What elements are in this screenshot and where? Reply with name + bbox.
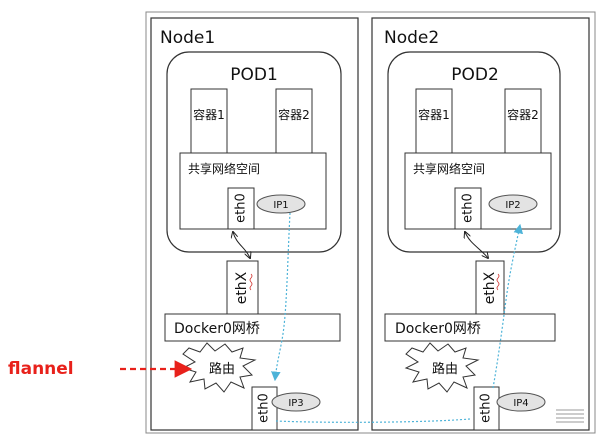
pod2-container1-label: 容器1 — [418, 107, 450, 122]
flow-ip1-to-host — [271, 212, 291, 382]
node1-ethx-underline — [249, 273, 253, 291]
pod2-container2-label: 容器2 — [507, 107, 539, 122]
node1-bridge — [164, 313, 341, 342]
pod1-veth-link — [233, 232, 250, 258]
node2-ethx — [475, 260, 505, 315]
node1-bridge-label: Docker0网桥 — [174, 321, 260, 337]
pod2-veth-link — [465, 232, 488, 258]
flannel-label: flannel — [8, 359, 74, 379]
node2-host-eth0 — [473, 386, 500, 431]
node2-bridge — [384, 313, 556, 342]
node1-host-eth0 — [251, 386, 278, 431]
node2-router-label: 路由 — [432, 361, 458, 377]
node2-host-eth0-label: eth0 — [479, 393, 494, 423]
pod1-title: POD1 — [230, 65, 278, 85]
pod1-container1 — [190, 88, 228, 154]
pod2-eth0-label: eth0 — [461, 193, 476, 223]
node2-host-ip-label: IP4 — [513, 398, 528, 409]
packet-flow — [271, 212, 524, 423]
pod1-ip-label: IP1 — [273, 200, 288, 211]
node1-title: Node1 — [160, 28, 215, 48]
node1-host-ip-oval — [271, 392, 321, 412]
node2-ethx-underline — [496, 273, 500, 291]
pod2-container2 — [504, 88, 542, 154]
node1-ethx — [226, 260, 259, 315]
node1-host-ip-label: IP3 — [288, 398, 303, 409]
pod1-eth0 — [227, 187, 255, 230]
node2-host-ip-oval — [496, 392, 546, 412]
pod1-container1-label: 容器1 — [193, 107, 225, 122]
pod1-eth0-label: eth0 — [234, 193, 249, 223]
pod2-ip-label: IP2 — [505, 200, 520, 211]
node2-router-burst — [404, 342, 480, 393]
node1-router-label: 路由 — [209, 361, 235, 377]
pod1-ip-oval — [256, 194, 306, 214]
pod2-ip-oval — [488, 194, 538, 214]
pod2-eth0 — [454, 187, 482, 230]
pod2-container1 — [415, 88, 453, 154]
pod1-container2-label: 容器2 — [278, 107, 310, 122]
node2: Node2 POD2 容器1 容器2 共享网络空间 eth0 IP2 ethX … — [371, 17, 590, 431]
flow-host-to-ip2 — [492, 223, 524, 389]
node2-title: Node2 — [384, 28, 439, 48]
pod2-title: POD2 — [451, 65, 499, 85]
pod2-netspace-label: 共享网络空间 — [413, 161, 485, 176]
node2-ethx-label: ethX — [482, 271, 498, 304]
pod1-container2 — [275, 88, 313, 154]
node2-bridge-label: Docker0网桥 — [395, 321, 481, 337]
wire-hatch — [556, 409, 584, 423]
node1-host-eth0-label: eth0 — [257, 393, 272, 423]
node1-ethx-label: ethX — [234, 271, 250, 304]
node1-router-burst — [181, 342, 257, 393]
pod1-netspace-label: 共享网络空间 — [188, 161, 260, 176]
